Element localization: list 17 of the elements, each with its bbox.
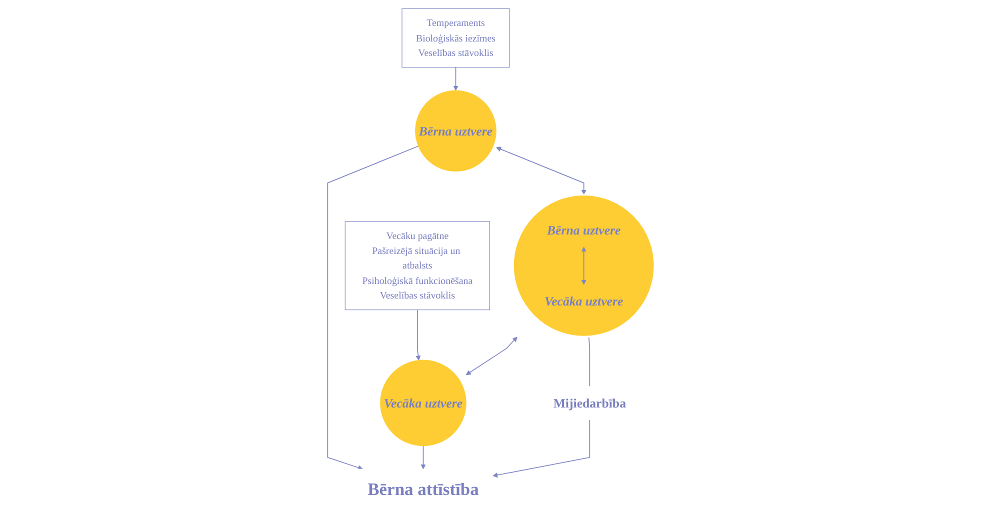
arrow [466,336,518,376]
node-circle: Vecāka uztvere [380,360,467,446]
arrow [421,445,426,470]
node-box: Temperaments Bioloģiskās iezīmes Veselības stāvoklis [402,8,510,68]
arrow [328,146,420,470]
node-text: Vecāka uztvere [544,294,624,309]
arrow [496,146,587,195]
node-text: Mijiedarbība [554,396,626,410]
arrow [582,246,587,285]
arrow [454,66,459,91]
node-circle: Bērna uztvere [415,90,497,172]
arrow [492,419,590,478]
connector [588,336,590,387]
arrow [416,309,422,361]
node-text: Bērna attīstība [368,480,480,499]
node-box: Vecāku pagātne Pašreizējā situācija un atbalsts Psiholoģiskā funkcionēšana Veselības stāvoklis [345,221,490,310]
node-text: Bērna uztvere [547,222,622,238]
